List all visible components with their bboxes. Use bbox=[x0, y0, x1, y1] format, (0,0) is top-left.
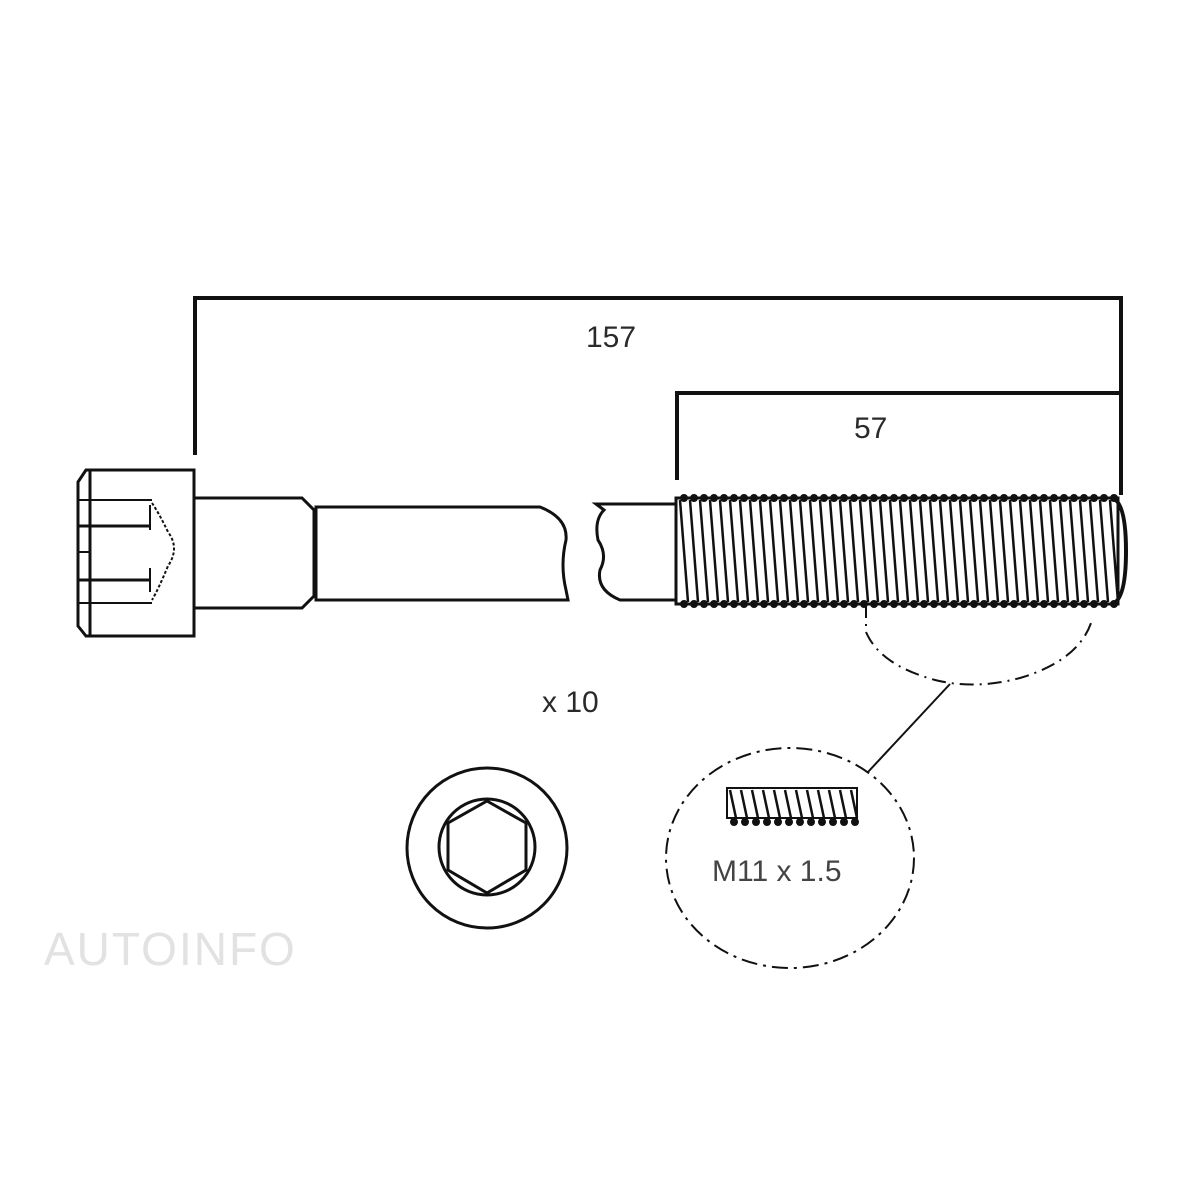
overall-length-label: 157 bbox=[586, 321, 637, 354]
thread-length-dimension bbox=[675, 391, 1121, 480]
thread-spec-label: M11 x 1.5 bbox=[712, 855, 842, 888]
bolt-end-view bbox=[405, 766, 569, 930]
quantity-label: x 10 bbox=[542, 686, 599, 719]
bolt-threaded-section bbox=[674, 494, 1129, 608]
bolt-shank bbox=[192, 496, 570, 610]
autoinfo-watermark: AUTOINFO bbox=[44, 923, 297, 975]
thread-length-label: 57 bbox=[854, 412, 888, 445]
thread-detail-callout bbox=[865, 604, 1093, 773]
bolt-shank-break bbox=[591, 502, 678, 602]
thread-detail-ellipse bbox=[665, 747, 915, 969]
overall-length-dimension bbox=[193, 296, 1123, 495]
bolt-head bbox=[76, 468, 196, 638]
thread-detail-sample bbox=[726, 787, 859, 826]
